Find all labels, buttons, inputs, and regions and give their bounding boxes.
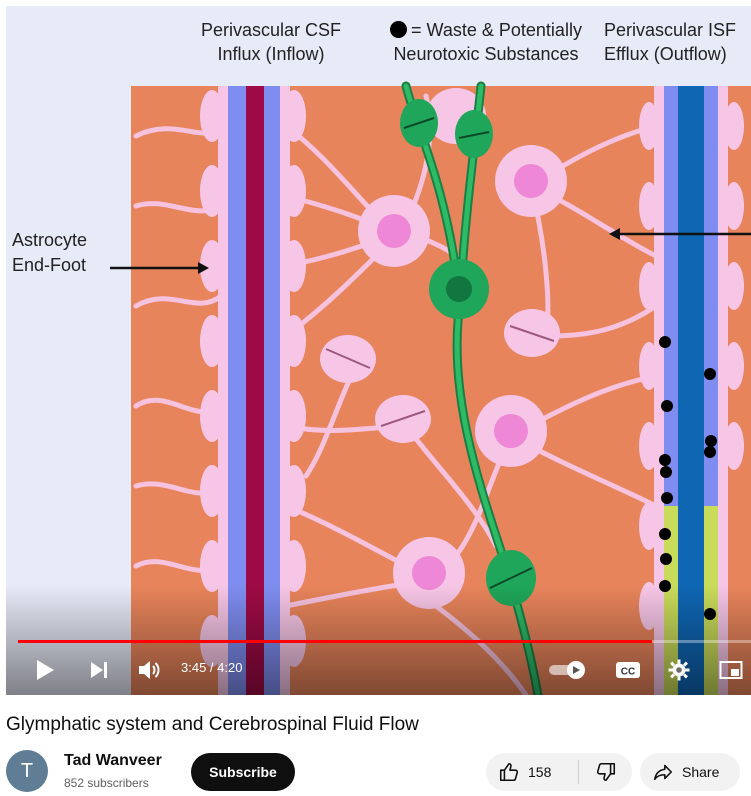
next-icon bbox=[91, 662, 107, 678]
like-dislike-group: 158 bbox=[486, 753, 632, 791]
caption-waste-line2: Neurotoxic Substances bbox=[393, 44, 579, 64]
progress-bar-played bbox=[18, 640, 653, 643]
caption-waste-legend: = Waste & Potentially Neurotoxic Substan… bbox=[356, 18, 616, 66]
dislike-button[interactable] bbox=[579, 753, 632, 791]
next-button[interactable] bbox=[82, 652, 116, 688]
caption-isf-efflux: Perivascular ISF Efflux (Outflow) bbox=[604, 18, 751, 66]
thumbs-up-icon bbox=[499, 762, 519, 782]
share-icon bbox=[653, 764, 673, 781]
like-button[interactable]: 158 bbox=[486, 753, 578, 791]
like-divider bbox=[578, 760, 579, 784]
volume-button[interactable] bbox=[132, 652, 166, 688]
caption-efflux-line1: Perivascular ISF bbox=[604, 20, 737, 40]
channel-avatar[interactable]: T bbox=[6, 750, 48, 792]
caption-astrocyte-endfoot: Astrocyte End-Foot bbox=[12, 228, 87, 278]
video-player[interactable]: Perivascular CSF Influx (Inflow) = Waste… bbox=[6, 6, 751, 695]
waste-dot-icon bbox=[390, 21, 408, 38]
share-button[interactable]: Share bbox=[640, 753, 740, 791]
subscribe-button[interactable]: Subscribe bbox=[191, 753, 295, 791]
caption-influx-line2: Influx (Inflow) bbox=[217, 44, 325, 64]
like-count: 158 bbox=[528, 764, 552, 780]
caption-csf-influx: Perivascular CSF Influx (Inflow) bbox=[156, 18, 386, 66]
thumbs-down-icon bbox=[596, 762, 615, 782]
progress-bar[interactable] bbox=[18, 640, 751, 643]
video-title: Glymphatic system and Cerebrospinal Flui… bbox=[6, 714, 419, 735]
current-time: 3:45 bbox=[181, 660, 207, 675]
miniplayer-icon bbox=[719, 661, 743, 679]
subscriber-count: 852 subscribers bbox=[64, 776, 149, 790]
captions-button[interactable]: CC bbox=[610, 652, 646, 688]
autoplay-toggle-icon bbox=[549, 661, 585, 679]
caption-astro-line2: End-Foot bbox=[12, 255, 87, 275]
caption-influx-line1: Perivascular CSF bbox=[200, 20, 342, 40]
caption-waste-line1: = Waste & Potentially bbox=[411, 20, 582, 40]
share-label: Share bbox=[682, 764, 720, 780]
miniplayer-button[interactable] bbox=[714, 652, 748, 688]
play-button[interactable] bbox=[28, 652, 62, 688]
cc-label: CC bbox=[621, 667, 635, 678]
video-frame-illustration bbox=[110, 81, 751, 695]
time-separator: / bbox=[206, 660, 218, 675]
caption-efflux-line2: Efflux (Outflow) bbox=[604, 44, 727, 64]
caption-astro-line1: Astrocyte bbox=[12, 230, 88, 250]
cc-icon: CC bbox=[616, 662, 640, 678]
settings-button[interactable] bbox=[662, 652, 696, 688]
avatar-letter: T bbox=[20, 759, 34, 782]
autoplay-toggle[interactable] bbox=[546, 652, 590, 688]
gear-icon bbox=[668, 659, 690, 681]
volume-icon bbox=[139, 661, 160, 679]
duration: 4:20 bbox=[217, 660, 243, 675]
time-display: 3:45 / 4:20 bbox=[181, 660, 242, 675]
channel-name[interactable]: Tad Wanveer bbox=[64, 752, 162, 769]
play-icon bbox=[37, 660, 54, 680]
